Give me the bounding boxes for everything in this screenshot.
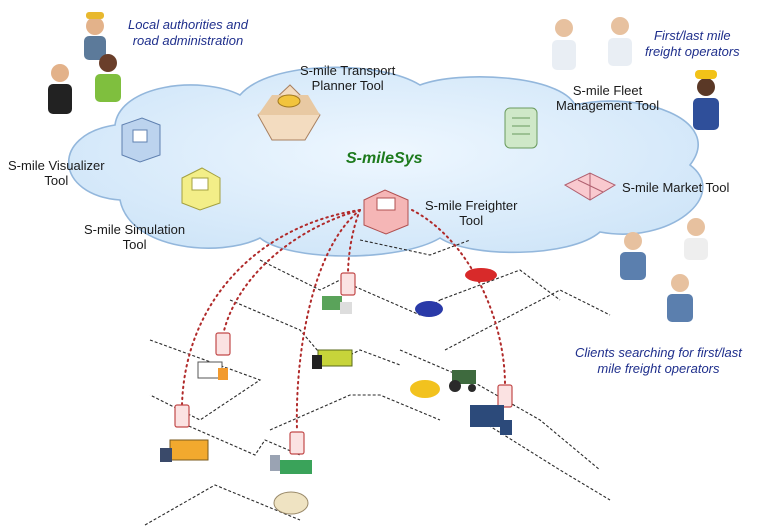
system-name: S-mileSys	[346, 150, 423, 167]
simulation-icon	[181, 167, 221, 211]
cloud-shape	[67, 66, 704, 257]
fleet-management-icon	[504, 107, 538, 149]
group-authorities: Local authorities and road administratio…	[128, 17, 248, 48]
market-icon	[563, 172, 617, 201]
van-icon	[197, 296, 352, 380]
label-transport-planner: S-mile Transport Planner Tool	[300, 63, 396, 93]
road-network	[144, 239, 611, 526]
label-market: S-mile Market Tool	[622, 180, 730, 195]
freighter-icon	[363, 189, 409, 235]
label-freighter: S-mile Freighter Tool	[425, 198, 518, 228]
label-fleet-management: S-mile Fleet Management Tool	[556, 83, 660, 113]
device-links	[181, 209, 506, 431]
mobile-device-icon	[174, 272, 513, 455]
group-clients: Clients searching for first/last mile fr…	[575, 345, 742, 376]
tractor-icon	[449, 370, 476, 392]
visualizer-icon	[121, 117, 161, 163]
car-icon	[273, 268, 497, 515]
person-icon	[48, 12, 719, 322]
group-operators: First/last mile freight operators	[645, 28, 740, 59]
label-simulation: S-mile Simulation Tool	[84, 222, 186, 252]
transport-planner-icon	[257, 84, 321, 141]
truck-icon	[160, 349, 512, 474]
label-visualizer: S-mile Visualizer Tool	[8, 158, 105, 188]
